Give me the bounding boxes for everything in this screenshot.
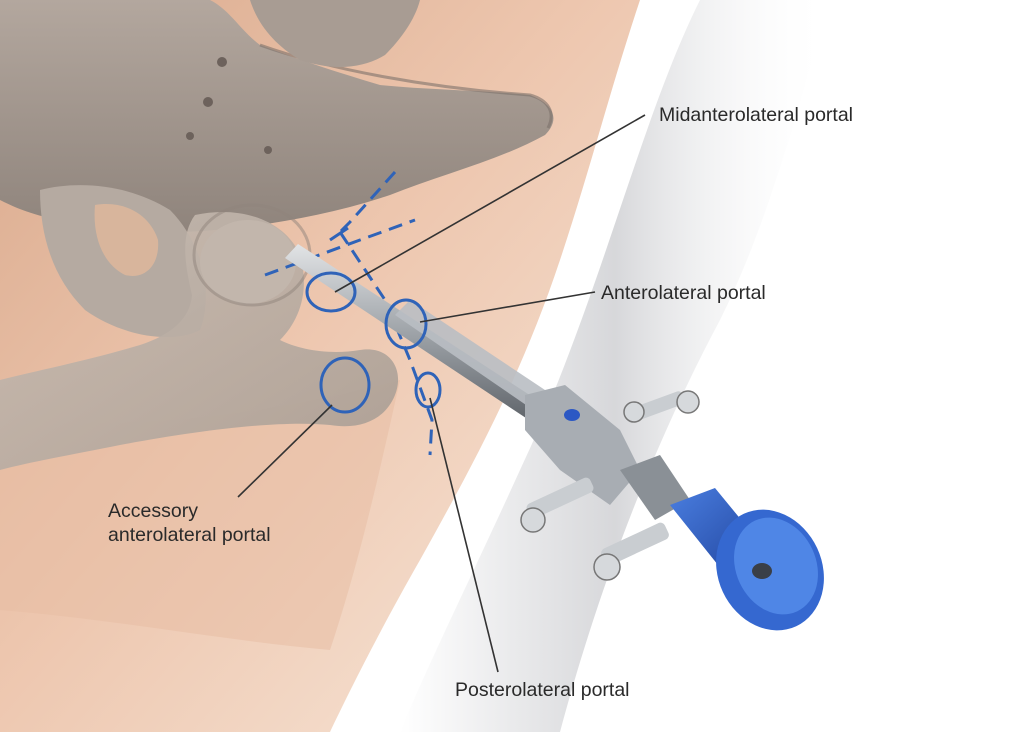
midanterolateral-portal-label: Midanterolateral portal — [659, 104, 854, 126]
femur — [0, 211, 399, 471]
scope-sheath — [395, 300, 560, 418]
femoral-head — [200, 220, 296, 304]
landmark-line-diagonal — [338, 231, 434, 456]
scope-blue-marker — [564, 409, 580, 421]
scope-valve-knob — [676, 390, 700, 414]
scope-valve-left — [526, 477, 594, 519]
sacral-foramen — [186, 132, 194, 140]
midanterolateral-portal-marker — [305, 271, 357, 313]
sacral-foramen — [217, 57, 227, 67]
sacral-foramen — [203, 97, 213, 107]
scope-valve-knob — [520, 507, 546, 533]
scope-body — [525, 385, 640, 505]
anterolateral-portal-label: Anterolateral portal — [601, 282, 766, 304]
scope-valve-bottom — [601, 522, 669, 566]
sacral-foramen — [264, 146, 272, 154]
posterolateral-portal-marker — [414, 371, 442, 409]
landmark-tick — [329, 226, 349, 242]
pelvis-bone — [0, 0, 554, 232]
scope-shaft — [285, 244, 545, 422]
scope-eyepiece-lens — [752, 563, 772, 579]
anterolateral-portal-marker — [384, 298, 428, 350]
scope-valve-knob — [593, 553, 621, 581]
callout-line-midanterolateral — [334, 114, 646, 293]
obturator-foramen — [94, 204, 159, 276]
accessory-label-line2: anterolateral portal — [108, 524, 271, 546]
arthroscope — [285, 244, 824, 631]
scope-coupler — [620, 455, 690, 520]
accessory-anterolateral-portal-label: Accessory anterolateral portal — [108, 499, 271, 547]
accessory-anterolateral-portal-marker — [319, 356, 371, 414]
posterolateral-portal-label: Posterolateral portal — [455, 679, 630, 701]
callout-line-anterolateral — [419, 291, 596, 323]
callout-line-accessory — [237, 404, 333, 498]
sacrum — [250, 0, 420, 67]
accessory-label-line1: Accessory — [108, 500, 198, 522]
scope-eyepiece-face — [734, 517, 818, 615]
scope-valve-knob — [623, 401, 645, 423]
landmark-line-vertical — [338, 170, 397, 234]
body-edge-shadow — [400, 0, 830, 732]
callout-line-posterolateral — [429, 397, 499, 673]
